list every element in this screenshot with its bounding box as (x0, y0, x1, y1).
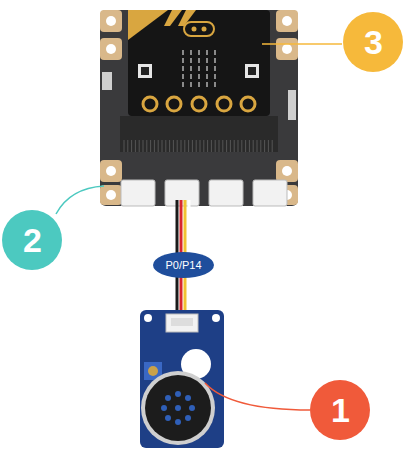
callout-circle (2, 210, 62, 270)
speaker-module (140, 310, 224, 448)
callout-circle (310, 380, 370, 440)
callout-circle (343, 12, 403, 72)
grove-ports (121, 180, 287, 206)
speaker (141, 371, 215, 445)
pin-name: P0/P14 (153, 259, 214, 271)
microbit (128, 10, 270, 116)
callout-number: 2 (23, 223, 42, 257)
pin-label-oval: P0/P14 (153, 252, 214, 278)
expansion-board (100, 10, 298, 206)
microbit-pins (143, 97, 255, 111)
corner-pads (100, 10, 298, 205)
callout-number: 1 (331, 393, 350, 427)
callout-number: 3 (364, 25, 383, 59)
